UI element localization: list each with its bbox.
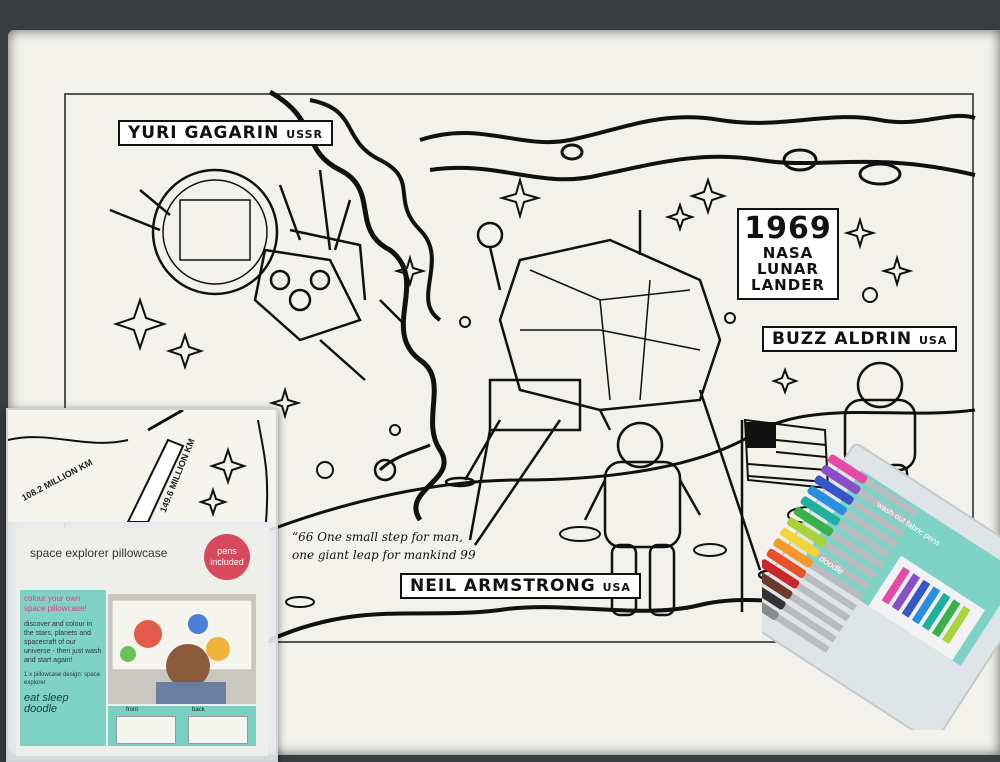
fabric-pens-pack [762,443,1000,730]
pen-cap [766,548,807,579]
package-preview: 108.2 MILLION KM 149.6 MILLION KM [8,410,276,523]
thumb-front [116,716,176,744]
armstrong-country: USA [602,581,631,594]
badge-line-1: pens [217,546,237,556]
pen-cap [800,496,841,526]
pen-cap [793,506,834,537]
pens-group [762,454,971,653]
package-photo [108,594,256,704]
lander-line2: LUNAR [757,260,819,278]
armstrong-quote: “66 One small step for man, one giant le… [292,528,476,564]
pen-barrel [864,478,919,517]
pen-cap [762,590,779,620]
pen-cap [762,559,800,589]
pen-barrel [836,520,892,559]
thumb-back-label: back [192,707,205,713]
pen-barrel [775,614,830,653]
aldrin-name: BUZZ ALDRIN [772,329,913,349]
pen-barrel [789,593,844,632]
pillowcase-package: 108.2 MILLION KM 149.6 MILLION KM space … [6,408,278,762]
pen-swatch [942,605,971,644]
pen-swatch [931,599,961,638]
pen-barrel [796,582,851,622]
lander-year: 1969 [744,211,832,246]
lander-line3: LANDER [751,276,825,294]
pen-cap [814,475,854,505]
pen-cap [773,538,813,568]
gagarin-country: USSR [286,128,323,141]
pen-barrel [850,499,905,538]
pen-barrel [782,603,837,643]
badge-line-2: included [210,557,244,567]
pen-barrel [823,541,878,580]
pen-barrel [802,572,858,612]
quote-line-2: one giant leap for mankind 99 [292,548,476,562]
pen-swatch [891,573,921,612]
aldrin-country: USA [919,334,948,347]
pen-cap [780,527,820,558]
pen-barrel [809,561,864,601]
pen-barrel [830,530,885,570]
pen-cap [807,485,847,516]
package-title: space explorer pillowcase [30,546,168,560]
pen-barrel [843,509,898,549]
package-info-panel: colour your own space pillowcase! discov… [20,590,106,746]
package-heading: colour your own space pillowcase! [24,594,87,613]
pen-barrel [857,488,912,528]
lander-label: 1969 NASA LUNAR LANDER [737,208,839,300]
thumb-back [188,716,248,744]
brand-logo: eat sleep doodle [24,692,69,715]
armstrong-name: NEIL ARMSTRONG [410,576,596,596]
lander-line1: NASA [762,244,814,262]
pen-cap [821,464,861,495]
pen-swatch [901,579,931,618]
armstrong-label: NEIL ARMSTRONG USA [400,573,641,599]
gagarin-name: YURI GAGARIN [128,123,280,143]
aldrin-label: BUZZ ALDRIN USA [762,326,958,352]
pen-cap [786,517,827,547]
pen-swatch [911,586,941,625]
thumb-front-label: front [126,707,139,713]
pen-cap [762,569,793,599]
quote-line-1: “66 One small step for man, [292,530,463,544]
package-preview-art [8,410,269,523]
package-description: discover and colour in the stars, planet… [24,621,102,664]
gagarin-label: YURI GAGARIN USSR [118,120,333,146]
pen-barrel [816,551,871,591]
pen-swatch [921,592,951,631]
package-contents: 1 x pillowcase design: space explorer [24,672,101,686]
package-thumbnails: front back [108,706,256,746]
child-coloring-photo [111,599,253,704]
pen-cap [762,580,786,610]
pen-cap [827,454,868,484]
pen-swatch [881,566,911,605]
